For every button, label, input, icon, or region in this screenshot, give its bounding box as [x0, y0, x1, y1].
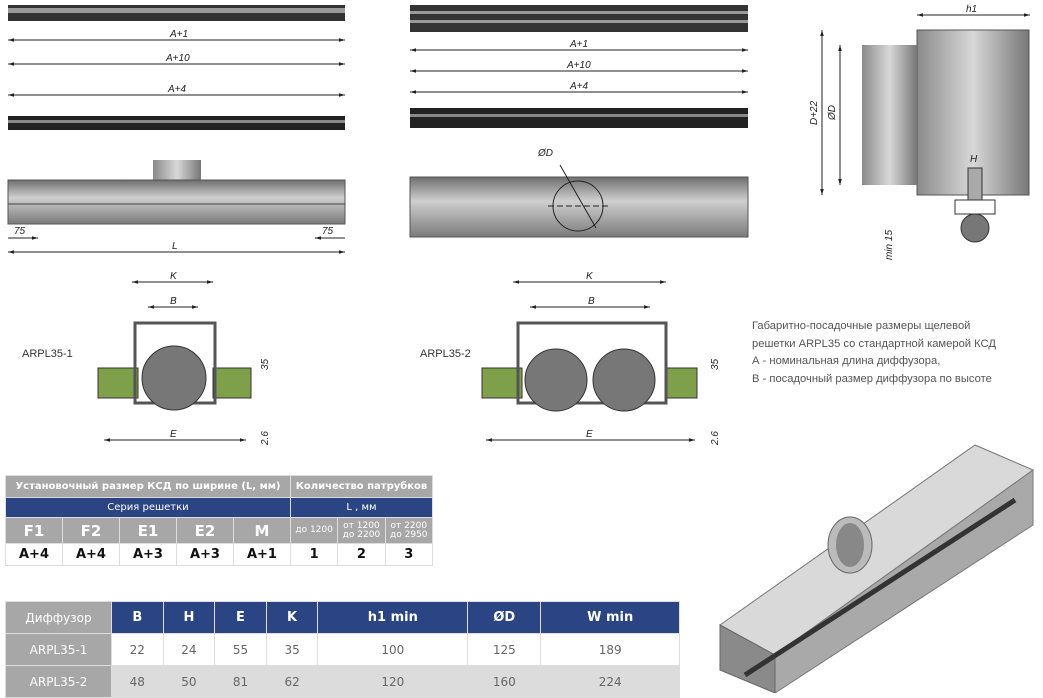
dim-h1: h1 [966, 4, 977, 15]
section-label: ARPL35-2 [420, 348, 471, 360]
sub-left: Серия решетки [5, 497, 291, 518]
dim-k: K [170, 271, 178, 282]
row-header: ARPL35-1 [5, 633, 112, 666]
dim-a4: A+4 [167, 84, 187, 95]
dim-k: K [586, 271, 594, 282]
dim-a10: A+10 [566, 60, 591, 71]
dim-b: B [170, 296, 177, 307]
series-e2: E2 [175, 517, 234, 544]
dim-e: E [586, 429, 593, 440]
dim-75-left: 75 [14, 226, 26, 237]
note-line: В - посадочный размер диффузора по высот… [752, 372, 992, 385]
count-cell: 1 [289, 543, 339, 566]
column-header: Диффузор [5, 601, 112, 634]
dim-a4: A+4 [569, 81, 589, 92]
dim-l: L [172, 241, 178, 252]
count-cell: 3 [384, 543, 434, 566]
cell: 55 [214, 633, 267, 666]
note-line: Габаритно-посадочные размеры щелевой [752, 320, 971, 332]
column-header: h1 min [317, 601, 469, 634]
table-row: ARPL35-1 22 24 55 35 100 125 189 [5, 633, 680, 666]
cell: 125 [467, 633, 542, 666]
front-view-1: A+1 A+10 A+4 75 75 L [7, 5, 346, 254]
column-header: K [265, 601, 319, 634]
diffuser-dimensions-table: Диффузор B H E K h1 min ØD W min ARPL35-… [5, 601, 680, 698]
dim-min15: min 15 [884, 230, 895, 260]
cell: 22 [111, 633, 164, 666]
value-cell: A+1 [232, 543, 291, 566]
section-label: ARPL35-1 [22, 348, 73, 360]
value-cell: A+4 [5, 543, 63, 566]
isometric-view [719, 444, 1035, 693]
section-arpl35-1: ARPL35-1 K B E 35 2.6 [22, 271, 271, 446]
cell: 100 [317, 633, 469, 666]
description-note: Габаритно-посадочные размеры щелевой реш… [752, 318, 996, 388]
sub-right: L , мм [289, 497, 434, 518]
column-header: ØD [467, 601, 542, 634]
series-f2: F2 [61, 517, 120, 544]
column-header: E [214, 601, 267, 634]
technical-drawings: A+1 A+10 A+4 75 75 L A+1 A+10 A+4 ØD h1 [7, 4, 1030, 446]
cell: 35 [265, 633, 319, 666]
count-cell: 2 [337, 543, 386, 566]
column-header: H [162, 601, 216, 634]
cell: 24 [162, 633, 216, 666]
note-line: решетки ARPL35 со стандартной камерой КС… [752, 337, 996, 350]
column-header: W min [540, 601, 680, 634]
cell: 189 [540, 633, 680, 666]
note-line: А - номинальная длина диффузора, [752, 355, 941, 367]
series-f1: F1 [5, 517, 63, 544]
value-cell: A+3 [118, 543, 177, 566]
dim-od: ØD [827, 105, 838, 121]
dim-35: 35 [260, 358, 271, 370]
dim-35: 35 [710, 358, 721, 370]
series-e1: E1 [118, 517, 177, 544]
dim-a10: A+10 [165, 53, 190, 64]
dim-75-right: 75 [322, 226, 334, 237]
section-arpl35-2: ARPL35-2 K B E 35 2.6 [420, 271, 721, 446]
value-cell: A+3 [175, 543, 234, 566]
dim-26: 2.6 [710, 431, 721, 446]
dim-a1: A+1 [569, 39, 588, 50]
dim-od: ØD [537, 148, 553, 159]
dim-26: 2.6 [260, 431, 271, 446]
side-view: h1 D+22 ØD H min 15 [809, 4, 1030, 260]
header-left: Установочный размер КСД по ширине (L, мм… [5, 475, 291, 498]
dim-h: H [970, 154, 978, 165]
dim-e: E [170, 429, 177, 440]
column-header: B [111, 601, 164, 634]
series-m: M [232, 517, 291, 544]
front-view-2: A+1 A+10 A+4 ØD [409, 5, 749, 238]
value-cell: A+4 [61, 543, 120, 566]
dim-d22: D+22 [809, 100, 820, 125]
dim-b: B [588, 296, 595, 307]
dim-a1: A+1 [169, 29, 188, 40]
range-1: до 1200 [289, 517, 339, 544]
ksd-size-table: Установочный размер КСД по ширине (L, мм… [5, 475, 434, 566]
header-right: Количество патрубков [289, 475, 434, 498]
